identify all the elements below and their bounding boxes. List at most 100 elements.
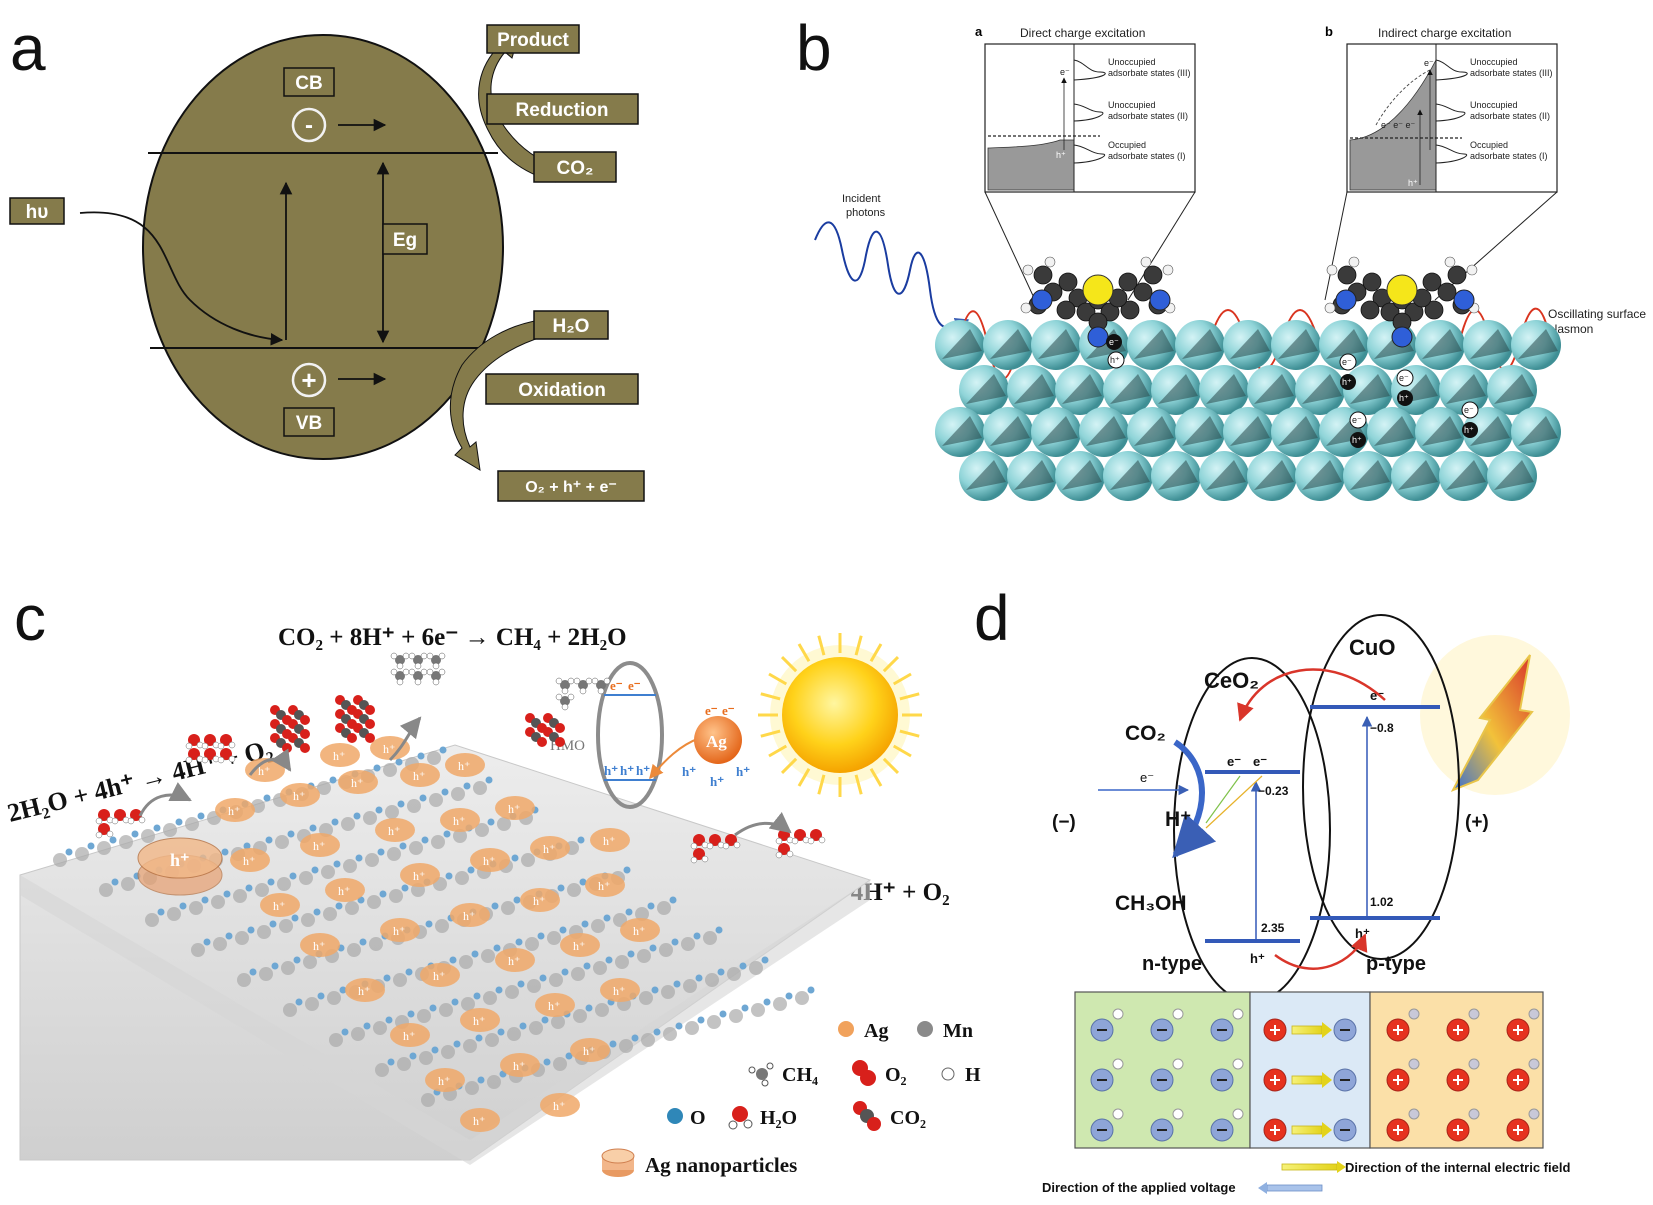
o-atom (647, 902, 655, 910)
inset-a-h: h⁺ (1056, 150, 1066, 160)
mn-atom (347, 943, 361, 957)
mn-atom (485, 1033, 499, 1047)
charge-carriers: e⁻ h⁺ e⁻ h⁺ e⁻ h⁺ e⁻ h⁺ e⁻ h⁺ (1106, 334, 1479, 448)
hydrogen-atom (1162, 264, 1174, 276)
o-atom (317, 992, 325, 1000)
hole-dot (1107, 351, 1125, 369)
ag-hole-disc: h⁺ (600, 978, 640, 1002)
hole-charge (1446, 1118, 1470, 1142)
o-atom (517, 980, 525, 988)
electron-dot (1106, 334, 1122, 350)
mn-atom (327, 991, 341, 1005)
hole-charge (1263, 1118, 1287, 1142)
mn-atom (321, 865, 335, 879)
ag-hole-disc: h⁺ (260, 893, 300, 917)
legend-o2-icon (852, 1060, 876, 1086)
hmo-h: h⁺ (620, 763, 634, 778)
mn-atom (553, 1057, 567, 1071)
nitrogen-atom-left (1031, 289, 1053, 311)
metal-sphere (1199, 451, 1249, 501)
free-carrier (1468, 1008, 1480, 1020)
metal-sphere (1175, 407, 1225, 457)
ceo2-e-1: e⁻ (1227, 754, 1241, 769)
inset-a-e: e⁻ (1060, 67, 1070, 77)
carrier-h: h⁺ (1399, 393, 1409, 403)
o-atom (385, 1016, 393, 1024)
sun-ray (760, 692, 781, 701)
o-atom (373, 764, 381, 772)
free-carrier (1408, 1108, 1420, 1120)
sun-ray (797, 767, 811, 787)
o-atom (243, 842, 251, 850)
hydrogen-atom (1324, 302, 1336, 314)
transfer-line-yellow (1205, 775, 1263, 829)
mn-atom (279, 919, 293, 933)
metal-sphere (1487, 365, 1537, 415)
hole-charge (1386, 1118, 1410, 1142)
water-molecule (95, 809, 114, 825)
electron-circle (291, 107, 327, 143)
free-carrier (1468, 1108, 1480, 1120)
svg-text:h⁺: h⁺ (483, 854, 495, 868)
plasmon-l2: plasmon (1548, 322, 1593, 336)
o-atom (265, 836, 273, 844)
hmo-h: h⁺ (604, 763, 618, 778)
o-atom (451, 998, 459, 1006)
legend-co2-icon (853, 1101, 881, 1131)
incident-l1: Incident (842, 193, 881, 205)
ag-h: h⁺ (682, 764, 696, 779)
semiconductor-particle (142, 34, 504, 460)
o-atom (675, 1022, 683, 1030)
water-molecule (791, 829, 810, 845)
oxidation-label: Oxidation (518, 380, 606, 401)
junction-charges (1090, 1008, 1540, 1142)
water-molecule (690, 834, 709, 850)
hole-plus: + (301, 365, 316, 395)
inset-a-occ1-l1: Occupied (1108, 140, 1146, 150)
o-atom (383, 974, 391, 982)
o-atom (247, 926, 255, 934)
metal-sphere (1175, 320, 1225, 370)
electron-charge (1150, 1118, 1174, 1142)
mn-atom (657, 901, 671, 915)
o-atom (449, 956, 457, 964)
carbon-atom (1143, 265, 1163, 285)
ag-sphere (694, 716, 742, 764)
metal-sphere (1439, 451, 1489, 501)
metal-sphere (1295, 451, 1345, 501)
electron-charge (1333, 1118, 1357, 1142)
inset-b-letter: b (1325, 24, 1333, 39)
o-atom (491, 902, 499, 910)
inset-b-unocc2-l2: adsorbate states (II) (1470, 111, 1550, 121)
svg-text:h⁺: h⁺ (463, 909, 475, 923)
o-atom (623, 866, 631, 874)
panel-b: b a Direct charge excitation e⁻ h⁺ Unocc… (796, 12, 1646, 501)
water-molecule (690, 848, 709, 864)
mn-atom (453, 829, 467, 843)
legend-o2: O₂ (885, 1064, 907, 1086)
metal-sphere (1055, 365, 1105, 415)
inset-b-occ1-l2: adsorbate states (I) (1470, 151, 1548, 161)
mn-atom (75, 847, 89, 861)
metal-sphere (1199, 365, 1249, 415)
hole-transfer-arrow (1274, 933, 1368, 970)
svg-text:h⁺: h⁺ (293, 789, 305, 803)
free-carrier (1172, 1008, 1184, 1020)
product-box (486, 24, 580, 54)
mn-atom (521, 853, 535, 867)
vb-label: VB (296, 413, 322, 434)
cuo-ellipse (1302, 614, 1460, 960)
sun-ray (780, 655, 798, 673)
o-atom (263, 794, 271, 802)
electron-charge (1333, 1018, 1357, 1042)
o-atom (271, 962, 279, 970)
carrier-h: h⁺ (1464, 425, 1474, 435)
svg-text:h⁺: h⁺ (258, 764, 270, 778)
metal-sphere (1343, 451, 1393, 501)
o-atom (581, 920, 589, 928)
o-atom (515, 938, 523, 946)
o-atom (583, 962, 591, 970)
electron-charge (1090, 1068, 1114, 1092)
svg-text:h⁺: h⁺ (393, 924, 405, 938)
co2-molecule (288, 705, 310, 725)
